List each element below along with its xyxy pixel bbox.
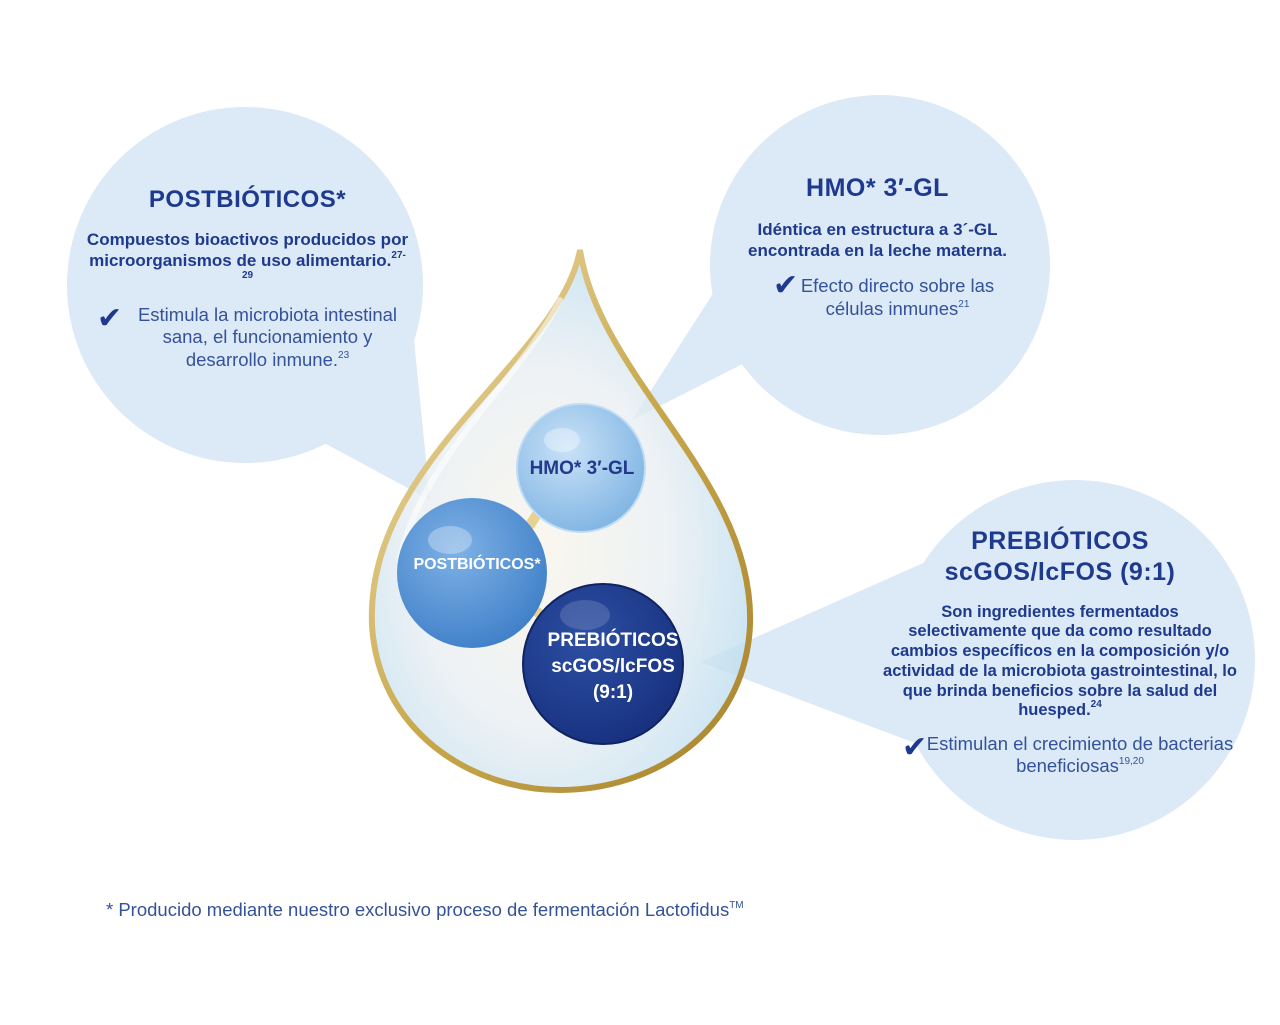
panel-title: POSTBIÓTICOS* xyxy=(148,186,347,213)
footnote: * Producido mediante nuestro exclusivo p… xyxy=(106,899,744,920)
panel-prebioticos: PREBIÓTICOS scGOS/lcFOS (9:1) Son ingred… xyxy=(880,526,1240,778)
panel-benefit: ✔ Estimula la microbiota intestinal sana… xyxy=(97,302,398,370)
reference-superscript: 24 xyxy=(1090,699,1102,711)
bubble-label-prebioticos: PREBIÓTICOS scGOS/lcFOS (9:1) xyxy=(547,630,679,704)
panel-title: HMO* 3′-GL xyxy=(806,174,949,202)
reference-superscript: 27-29 xyxy=(241,249,406,282)
bubble-label-postbioticos: POSTBIÓTICOS* xyxy=(413,556,541,573)
panel-title: PREBIÓTICOS scGOS/lcFOS (9:1) xyxy=(944,527,1176,587)
panel-prebioticos-shape xyxy=(700,480,1255,840)
panel-postbioticos: POSTBIÓTICOS* Compuestos bioactivos prod… xyxy=(85,186,410,371)
checkmark-icon: ✔ xyxy=(773,269,799,303)
reference-superscript: 19,20 xyxy=(1118,756,1144,768)
panel-description: Compuestos bioactivos producidos por mic… xyxy=(86,230,409,282)
panel-postbioticos-shape xyxy=(67,107,430,500)
panel-hmo: HMO* 3′-GL Idéntica en estructura a 3´-G… xyxy=(745,174,1010,320)
bubble-label-hmo: HMO* 3′-GL xyxy=(529,458,635,479)
trademark-superscript: TM xyxy=(729,900,744,911)
bubble-postbioticos xyxy=(397,498,547,648)
checkmark-icon: ✔ xyxy=(902,731,928,765)
bubble-prebioticos xyxy=(522,583,684,745)
bubble-hmo xyxy=(516,403,646,533)
reference-superscript: 23 xyxy=(338,349,350,361)
panel-benefit: ✔ Estimulan el crecimiento de bacterias … xyxy=(902,731,1234,777)
panel-description: Idéntica en estructura a 3´-GL encontrad… xyxy=(748,220,1007,260)
checkmark-icon: ✔ xyxy=(97,302,123,336)
panel-hmo-shape xyxy=(632,95,1050,435)
panel-benefit: ✔ Efecto directo sobre las células inmun… xyxy=(773,269,995,319)
reference-superscript: 21 xyxy=(958,298,970,310)
panel-description: Son ingredientes fermentados selectivame… xyxy=(883,602,1237,720)
